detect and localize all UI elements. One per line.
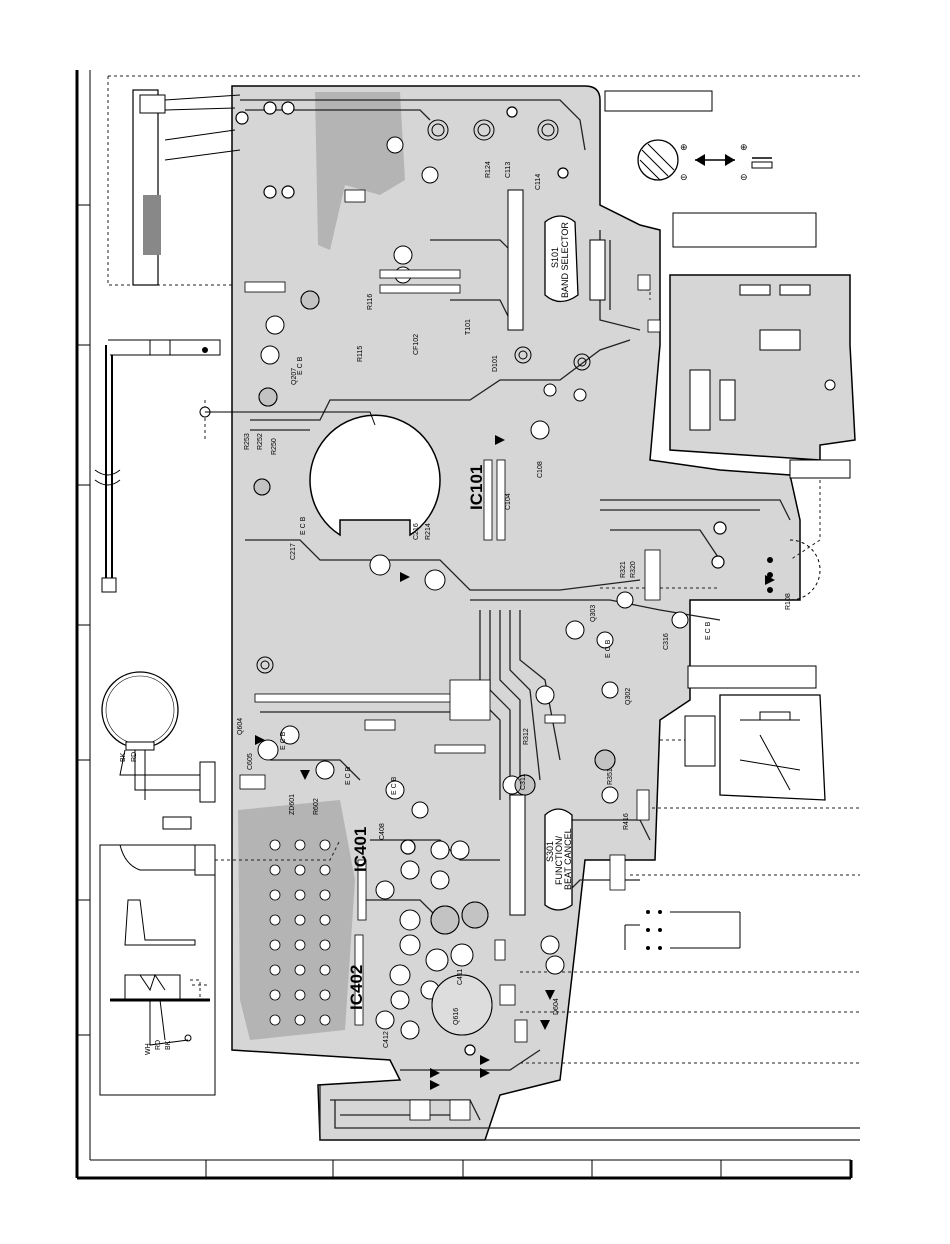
ref-q303: Q303 — [590, 605, 597, 622]
speaker — [101, 671, 216, 803]
diodes — [255, 435, 775, 1090]
ic401-label: IC401 — [351, 827, 370, 872]
outer-frame — [75, 70, 853, 1180]
rod-antenna — [94, 339, 376, 593]
ref-r250: R250 — [271, 438, 278, 455]
switch-terminal-markers — [624, 910, 741, 950]
sub-board-upper — [669, 274, 856, 479]
component-labels: R115 R116 R124 C113 C114 CF102 T101 D101… — [237, 161, 792, 1048]
function-switch — [509, 794, 573, 916]
ref-t101: T101 — [465, 319, 472, 335]
ref-r253: R253 — [244, 433, 251, 450]
legend-box-top — [604, 90, 713, 112]
ref-c605: C605 — [247, 753, 254, 770]
ref-r351: R351 — [607, 768, 614, 785]
legend-box-lower — [687, 665, 817, 689]
function-switch-label-2: BEAT CANCEL — [563, 828, 573, 890]
minus-marking: ⊖ — [680, 172, 688, 182]
plus-marking: ⊕ — [680, 142, 688, 152]
ref-ecb-2: E C B — [300, 516, 307, 535]
band-selector-switch — [507, 189, 606, 331]
function-switch-label-1: FUNCTION/ — [554, 836, 564, 885]
ref-zd601: ZD601 — [289, 794, 296, 815]
ref-r115: R115 — [357, 346, 364, 362]
ref-c411: C411 — [457, 969, 464, 985]
ref-c113: C113 — [505, 162, 512, 178]
wire-label-wh: WH — [145, 1043, 152, 1055]
wire-label-bk: BK — [165, 1040, 172, 1050]
potentiometer-circle — [767, 539, 821, 601]
pad-array — [269, 839, 331, 1026]
ref-r214: R214 — [425, 523, 432, 540]
mounting-holes — [235, 101, 727, 1056]
pcb-traces — [240, 99, 791, 1121]
ref-r108: R108 — [785, 593, 792, 610]
antenna-jack — [132, 89, 241, 286]
wire-label-rd-speaker: RD — [131, 752, 138, 762]
hatched-components — [253, 290, 616, 1036]
ref-r124: R124 — [485, 161, 492, 178]
ref-c412: C412 — [383, 1031, 390, 1048]
ref-c408: C408 — [379, 823, 386, 840]
ref-ecb-5: E C B — [280, 731, 287, 750]
ref-r602: R602 — [313, 798, 320, 815]
battery-connector — [99, 844, 216, 1096]
polarity-legend: ⊕ ⊖ ⊕ ⊖ — [637, 139, 773, 182]
legend-box-mid — [672, 212, 817, 248]
ref-c216: C216 — [413, 523, 420, 540]
sub-board-lower — [684, 694, 826, 801]
band-selector-ref: S101 — [550, 247, 560, 268]
ref-d101: D101 — [492, 355, 499, 372]
minus-marking-2: ⊖ — [740, 172, 748, 182]
resistors-connectors — [239, 189, 661, 1121]
ref-ecb-4: E C B — [705, 621, 712, 640]
ref-r252: R252 — [257, 433, 264, 450]
ref-c316: C316 — [663, 633, 670, 650]
ref-q604: Q604 — [237, 718, 244, 735]
external-dashed-outline — [107, 75, 860, 286]
copper-pour-top — [315, 92, 405, 250]
function-switch-ref: S301 — [545, 841, 555, 862]
speaker-cutout — [309, 414, 441, 537]
ref-c104: C104 — [505, 493, 512, 510]
ref-ecb-3: E C B — [605, 639, 612, 658]
ref-r321: R321 — [620, 561, 627, 578]
leader-lines — [204, 289, 860, 1064]
ref-d604: D604 — [553, 998, 560, 1015]
bottom-trace-2 — [334, 1100, 860, 1129]
connector-dashed-box — [190, 979, 210, 1000]
bottom-trace-1 — [319, 1085, 860, 1141]
small-legend-box — [162, 816, 192, 830]
wire-label-bk-speaker: BK — [120, 752, 127, 762]
ref-c311: C311 — [520, 774, 527, 790]
ref-cf102: CF102 — [413, 334, 420, 355]
ref-q207: Q207 — [291, 368, 298, 385]
band-selector-label: BAND SELECTOR — [560, 222, 570, 298]
ref-r320: R320 — [630, 561, 637, 578]
ref-c108: C108 — [537, 461, 544, 478]
ref-c217: C217 — [290, 543, 297, 560]
ref-c114: C114 — [535, 174, 542, 190]
plus-marking-2: ⊕ — [740, 142, 748, 152]
ref-r416: R416 — [623, 813, 630, 830]
ref-q616: Q616 — [453, 1008, 460, 1025]
wire-label-rd: RD — [155, 1040, 162, 1050]
ic402-label: IC402 — [347, 965, 366, 1010]
ref-r312: R312 — [523, 728, 530, 745]
ref-ecb-6: E C B — [345, 766, 352, 785]
ref-r116: R116 — [367, 294, 374, 310]
ic101-label: IC101 — [467, 465, 486, 510]
coils — [256, 119, 591, 674]
ref-ecb-1: E C B — [297, 356, 304, 375]
ref-q302: Q302 — [625, 688, 632, 705]
ref-ecb-7: E C B — [391, 776, 398, 795]
